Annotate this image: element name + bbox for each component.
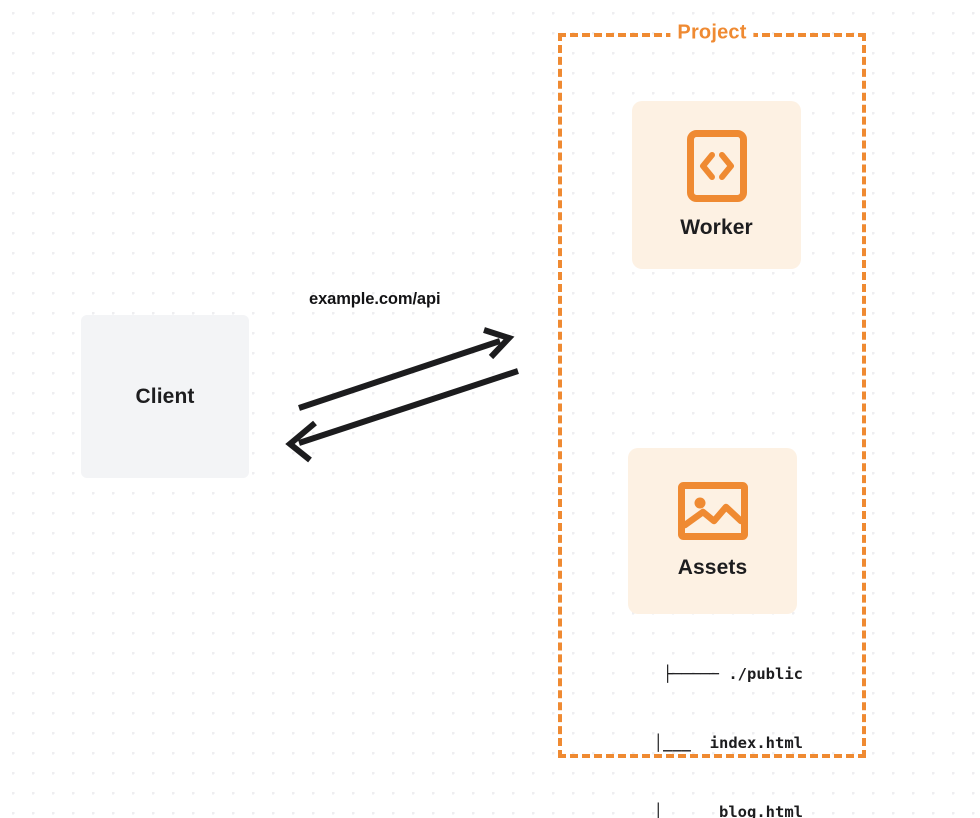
code-brackets-icon	[686, 130, 747, 202]
image-picture-icon	[677, 482, 748, 540]
worker-card[interactable]: Worker	[632, 101, 801, 269]
worker-card-label: Worker	[680, 216, 753, 239]
connection-label: example.com/api	[309, 290, 441, 308]
project-container: Project	[558, 21, 866, 758]
assets-card-label: Assets	[677, 556, 748, 579]
assets-file-tree: ├───── ./public │___ index.html │___ blo…	[607, 617, 803, 818]
file-tree-row: │___ blog.html	[625, 803, 803, 818]
assets-card[interactable]: Assets	[628, 448, 797, 614]
client-node[interactable]: Client	[81, 315, 249, 478]
project-title-label: Project	[670, 21, 754, 45]
file-tree-row: │___ index.html	[625, 734, 803, 752]
response-arrow-icon	[285, 368, 519, 463]
file-tree-row: ├───── ./public	[663, 665, 803, 683]
client-node-label: Client	[135, 384, 195, 408]
request-arrow-icon	[298, 327, 515, 411]
